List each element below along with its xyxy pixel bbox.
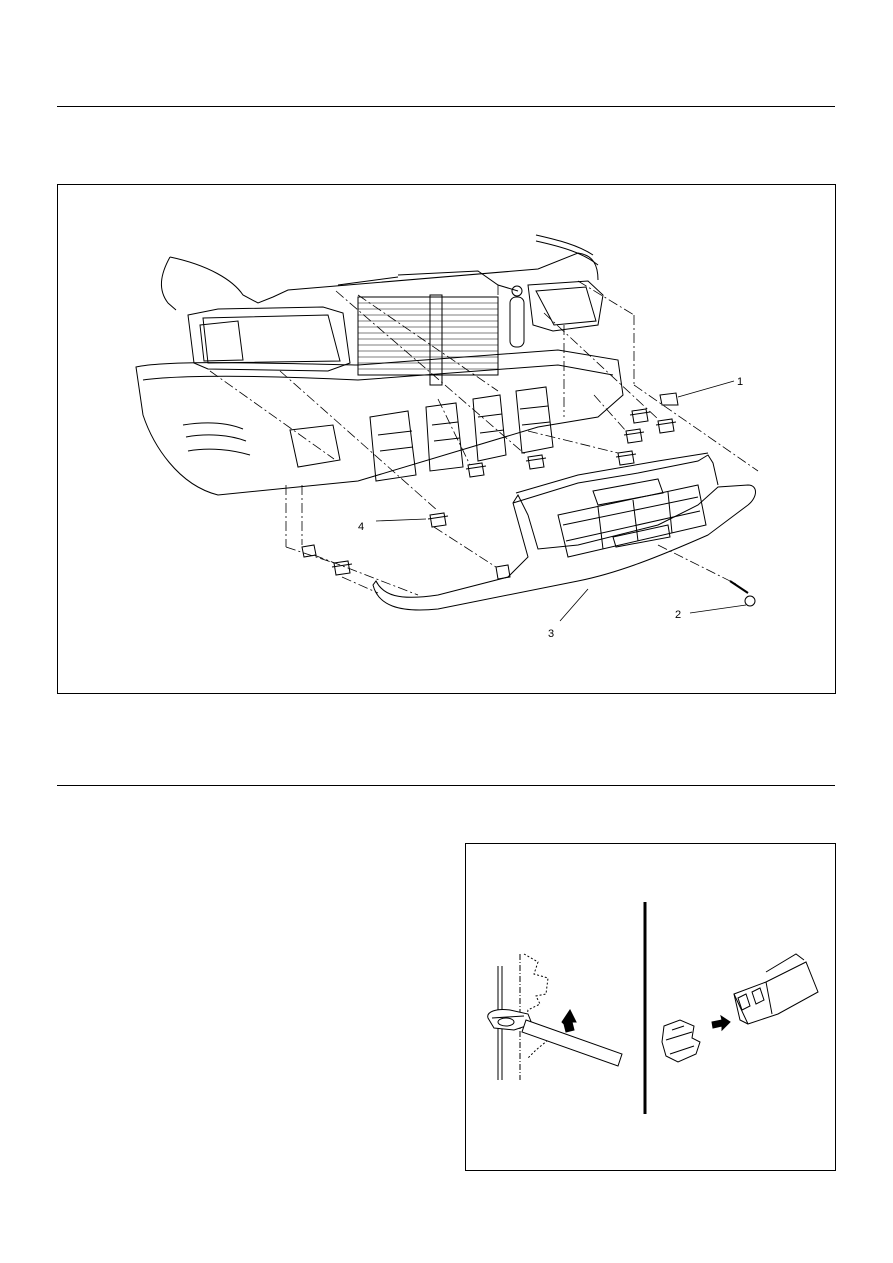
clip-install-detail (662, 954, 818, 1062)
bumper-grille-openings (370, 387, 553, 481)
callout-leaders (376, 381, 746, 621)
right-arrow-icon (712, 1016, 730, 1030)
front-bumper (136, 350, 623, 495)
radiator-core (338, 271, 524, 385)
clip-illustration (466, 844, 835, 1170)
grille-illustration: 1 2 3 4 (58, 185, 835, 640)
callout-1-label: 1 (737, 376, 743, 388)
callout-2-label: 2 (675, 609, 681, 621)
grille-assembly (373, 453, 756, 610)
clip-removal-detail (488, 954, 622, 1080)
callout-4-label: 4 (358, 521, 364, 533)
clip-removal-figure (465, 843, 836, 1171)
right-headlamp (528, 281, 603, 331)
middle-divider (57, 785, 835, 786)
retainer-clips (302, 393, 678, 579)
fender-outline (161, 257, 176, 310)
grille-exploded-figure: 1 2 3 4 (57, 184, 836, 694)
top-divider (57, 106, 835, 107)
guide-lines (210, 281, 758, 595)
up-arrow-icon (562, 1010, 576, 1032)
grille-bolt (730, 581, 755, 606)
hood-outline (170, 253, 598, 303)
callout-3-label: 3 (548, 628, 554, 640)
left-headlamp (188, 307, 350, 371)
